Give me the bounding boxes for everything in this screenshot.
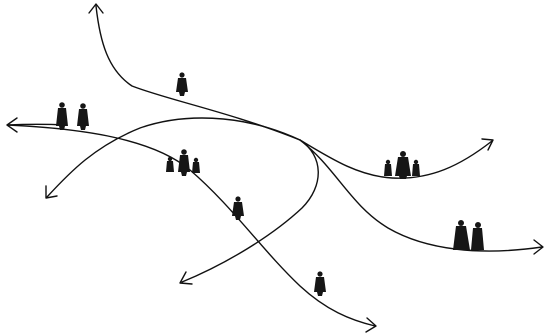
path-5	[299, 139, 544, 255]
pair-left	[56, 102, 89, 130]
path-1	[88, 3, 301, 141]
arrowhead-icon	[365, 317, 377, 333]
path-3	[45, 117, 301, 199]
path-4	[7, 124, 377, 333]
solo-middle	[232, 196, 244, 220]
solo-bottom	[314, 271, 326, 296]
arrowhead-icon	[179, 271, 193, 285]
lone-walker	[176, 72, 188, 96]
arrowhead-icon	[45, 185, 58, 199]
pair-right	[453, 220, 484, 250]
arrowhead-icon	[481, 138, 494, 151]
arrowhead-icon	[88, 3, 104, 14]
path-2	[299, 138, 494, 179]
arrowhead-icon	[6, 117, 18, 133]
arrowhead-icon	[533, 239, 544, 255]
family-right	[384, 151, 420, 179]
family-center	[166, 149, 200, 176]
path-6	[179, 139, 319, 285]
